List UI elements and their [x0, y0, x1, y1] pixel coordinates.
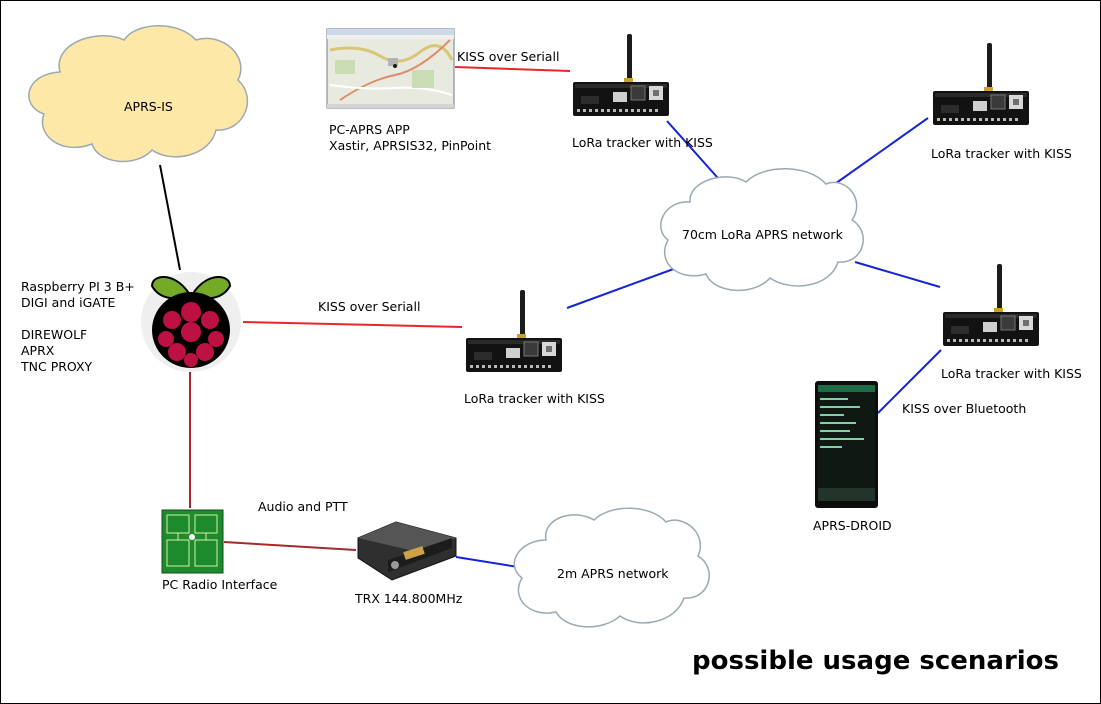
aprs-droid-phone	[815, 381, 878, 508]
pc-aprs-app-screenshot	[326, 28, 455, 109]
lora-tracker-top-right-image	[932, 42, 1030, 126]
lora-tracker-right-image	[942, 263, 1040, 347]
diagram-title: possible usage scenarios	[692, 646, 1060, 676]
link-lora-tracker-right	[854, 261, 941, 288]
aprs-droid-label: APRS-DROID	[813, 518, 892, 533]
raspberry-label-line3: DIREWOLF	[21, 327, 88, 342]
tracker-top-right-label: LoRa tracker with KISS	[931, 146, 1072, 161]
tracker-middle-label: LoRa tracker with KISS	[464, 391, 605, 406]
link-raspberry-tracker	[242, 321, 463, 328]
link-aprsis-raspberry	[159, 164, 181, 271]
pc-app-label-line2: Xastir, APRSIS32, PinPoint	[329, 138, 492, 153]
link-tracker-droid	[877, 349, 942, 414]
pc-app-label-line1: PC-APRS APP	[329, 122, 410, 137]
two-m-network-cloud	[513, 507, 710, 628]
lora-network-cloud	[660, 168, 864, 291]
raspberry-label-line4: APRX	[21, 343, 55, 358]
link-interface-trx	[223, 541, 357, 551]
aprs-is-label: APRS-IS	[124, 99, 173, 114]
lora-network-label: 70cm LoRa APRS network	[682, 227, 843, 242]
link-lora-tracker-middle	[566, 266, 680, 309]
kiss-bluetooth-label: KISS over Bluetooth	[902, 401, 1027, 416]
link-lora-tracker-topright	[831, 117, 929, 187]
raspberry-label-line5: TNC PROXY	[21, 359, 93, 374]
link-trx-2m	[455, 556, 519, 568]
tracker-top-center-label: LoRa tracker with KISS	[572, 135, 713, 150]
kiss-serial-mid-label: KISS over Seriall	[318, 299, 421, 314]
kiss-serial-top-label: KISS over Seriall	[457, 49, 560, 64]
raspberry-label-line2: DIGI and iGATE	[21, 295, 116, 310]
trx-label: TRX 144.800MHz	[355, 591, 463, 606]
two-m-network-label: 2m APRS network	[557, 566, 669, 581]
link-pcapp-tracker	[454, 66, 571, 72]
lora-tracker-top-center-image	[572, 33, 670, 117]
trx-radio	[357, 521, 457, 581]
raspberry-pi-logo	[141, 272, 241, 372]
aprs-is-cloud	[28, 25, 249, 163]
lora-tracker-middle-image	[465, 289, 563, 373]
pc-radio-interface-board	[161, 509, 224, 574]
tracker-right-label: LoRa tracker with KISS	[941, 366, 1082, 381]
radio-interface-label: PC Radio Interface	[162, 577, 278, 592]
link-tracker-lora	[666, 120, 726, 187]
raspberry-label-line1: Raspberry PI 3 B+	[21, 279, 135, 294]
audio-ptt-label: Audio and PTT	[258, 499, 348, 514]
